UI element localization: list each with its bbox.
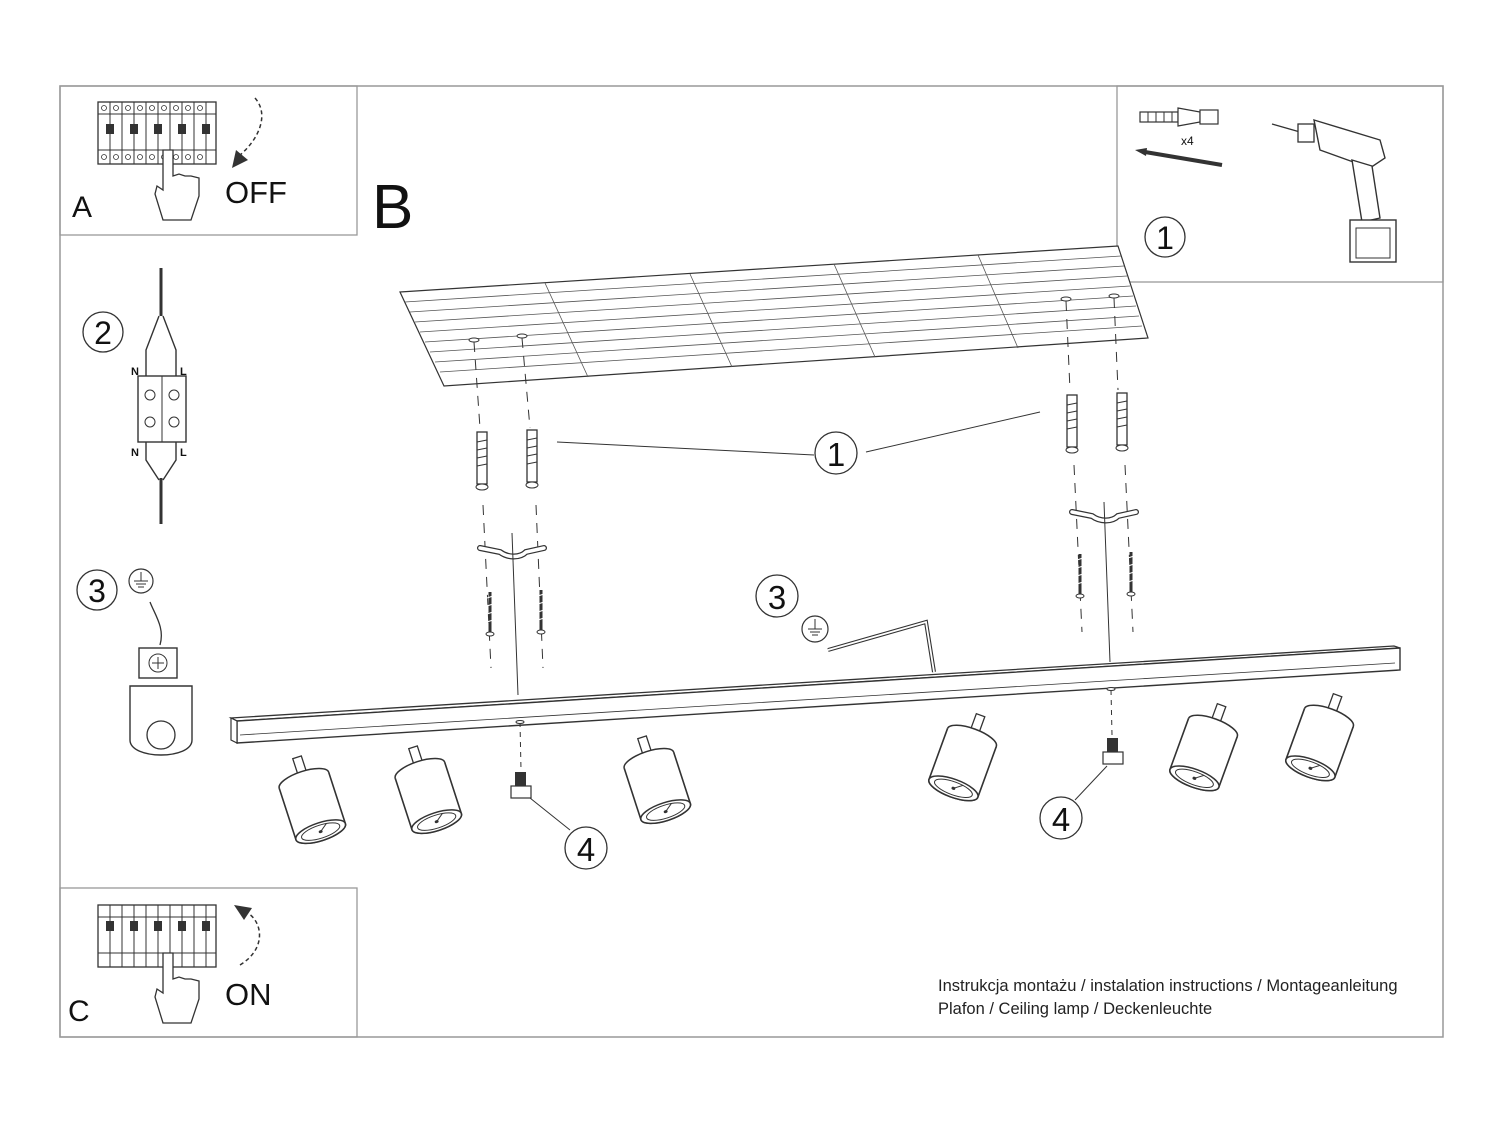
earth-wire (827, 619, 936, 673)
breaker-panel-icon (97, 904, 217, 968)
step-1-number: 1 (1156, 220, 1174, 256)
hand-icon (154, 952, 200, 1024)
earth-symbol-icon (128, 568, 154, 594)
on-label: ON (225, 977, 272, 1012)
panel-tools-frame (1116, 85, 1444, 283)
earth-symbol-icon (801, 615, 829, 643)
spotlight-icon (925, 705, 1006, 807)
grub-screw-icon (510, 720, 532, 799)
step-1-callout (814, 431, 858, 475)
spotlight-icon (1282, 685, 1363, 787)
step-3-badge (76, 569, 118, 611)
panel-b-letter: B (372, 173, 413, 242)
step-3-callout (755, 574, 799, 618)
quantity-label: x4 (1181, 134, 1194, 148)
mounting-bracket-icon (477, 509, 1139, 560)
wall-plug-icon (1139, 107, 1219, 127)
drill-icon (1271, 118, 1397, 263)
curved-arrow-icon (232, 97, 263, 168)
live-label-bottom: L (180, 447, 187, 459)
ceiling-icon (399, 245, 1149, 387)
neutral-label-bottom: N (131, 447, 139, 459)
caption-line-2: Plafon / Ceiling lamp / Deckenleuchte (938, 1000, 1213, 1018)
panel-c-letter: C (68, 995, 90, 1028)
spotlight-icon (387, 738, 465, 840)
step-1-leaders (556, 411, 1041, 456)
step-2-badge (82, 311, 124, 353)
step-4-callout-right (1039, 796, 1083, 840)
step-4-callout-left (564, 826, 608, 870)
spotlight-icon (616, 728, 694, 830)
breaker-panel-icon (97, 101, 217, 165)
caption-line-1: Instrukcja montażu / instalation instruc… (938, 977, 1398, 995)
wall-plug-icon (475, 392, 1129, 491)
step-1-badge (1144, 216, 1186, 258)
live-label-top: L (180, 366, 187, 378)
neutral-label-top: N (131, 366, 139, 378)
spotlight-icon (271, 748, 349, 850)
step-4-leader-right (1074, 765, 1108, 801)
track-rail-icon (228, 645, 1401, 744)
hand-icon (154, 149, 200, 221)
panel-a-letter: A (72, 191, 92, 224)
step-3-callout-number: 3 (768, 579, 786, 616)
earth-terminal-icon (129, 601, 193, 756)
panel-c-frame (59, 887, 358, 1038)
spotlight-icon (1166, 695, 1247, 797)
step-4-leader-left (529, 797, 571, 831)
screw-icon (1135, 148, 1223, 167)
grub-screw-icon (1102, 687, 1124, 765)
step-4-number-left: 4 (577, 831, 595, 868)
panel-a-frame (59, 85, 358, 236)
center-wires (511, 501, 1111, 696)
instructions-caption: Instrukcja montażu / instalation instruc… (938, 975, 1398, 1021)
step-3-number: 3 (88, 573, 106, 609)
step-2-number: 2 (94, 315, 112, 351)
off-label: OFF (225, 175, 287, 210)
terminal-block-icon (137, 268, 187, 524)
outer-frame (59, 85, 1444, 1038)
alignment-guides (473, 297, 1134, 669)
step-4-number-right: 4 (1052, 801, 1070, 838)
curved-arrow-icon (234, 905, 261, 966)
step-1-callout-number: 1 (827, 436, 845, 473)
